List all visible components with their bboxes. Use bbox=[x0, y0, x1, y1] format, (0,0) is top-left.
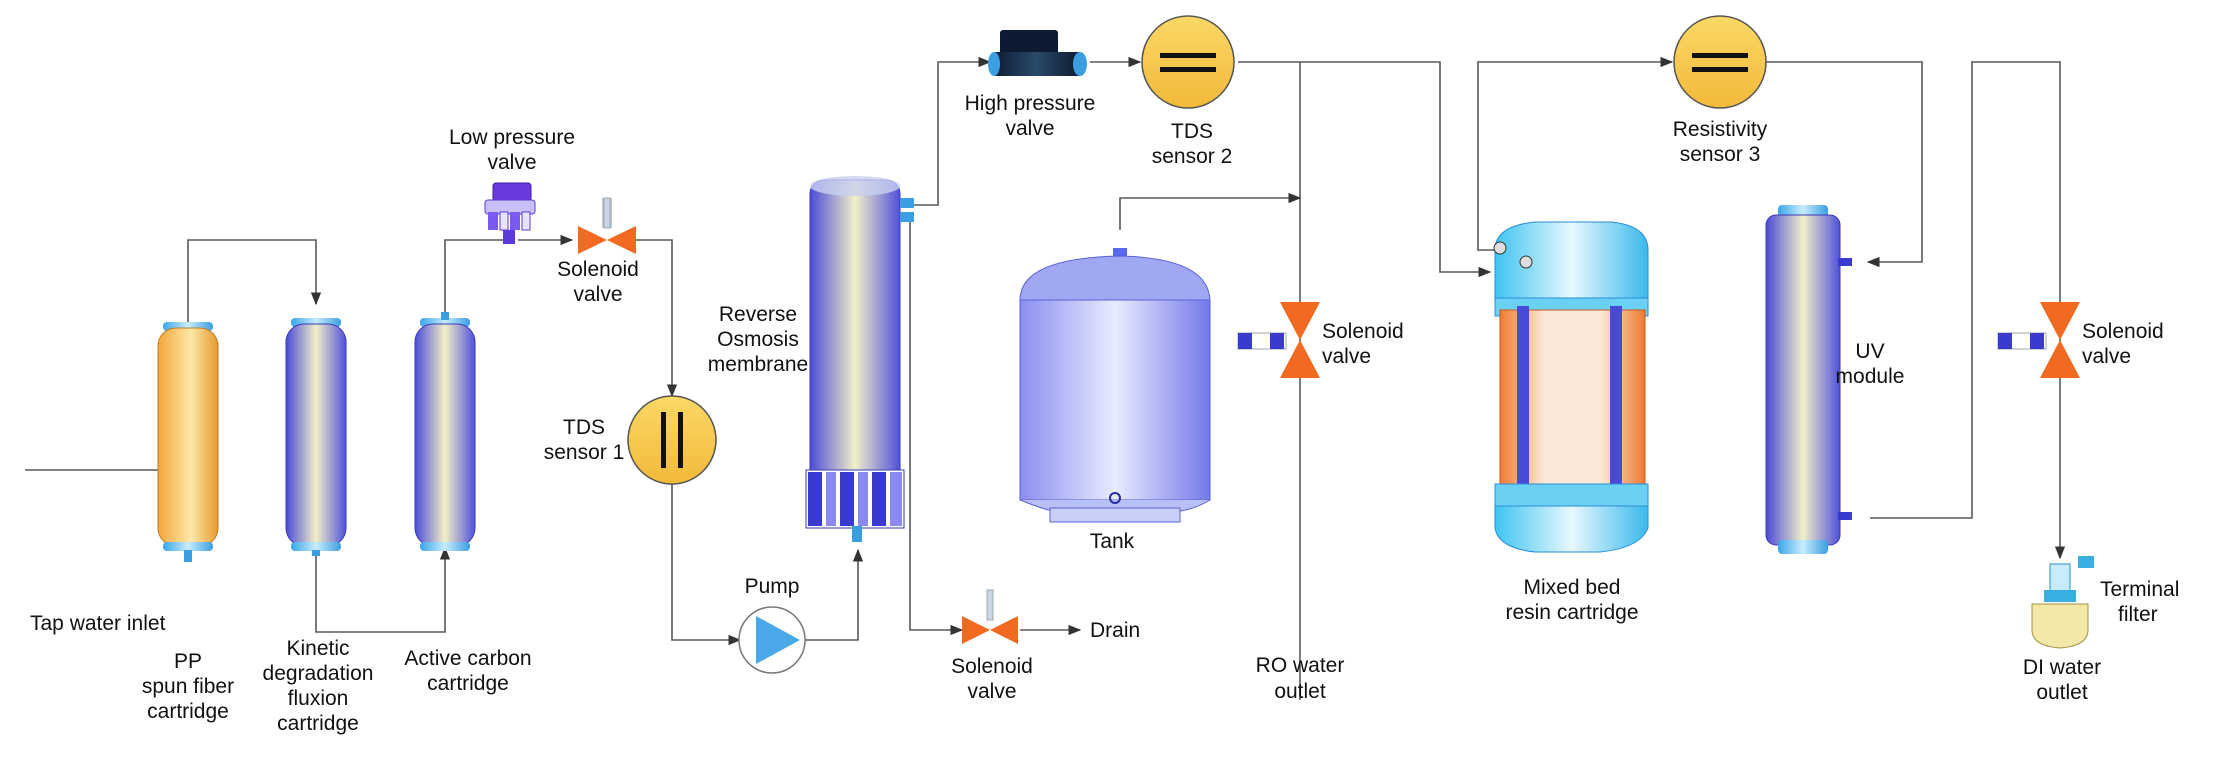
solenoid-valve-di-icon bbox=[1997, 302, 2080, 378]
pp-label-line3: cartridge bbox=[147, 700, 229, 723]
pipe-tds2-mixedbed bbox=[1238, 61, 1492, 278]
di-water-outlet-label-line2: outlet bbox=[2036, 681, 2088, 704]
pipe-tank bbox=[1119, 192, 1302, 230]
high-pressure-valve-label-line1: High pressure bbox=[965, 92, 1096, 115]
solenoid-valve-drain-icon bbox=[962, 589, 1018, 644]
tds-sensor-2-label-line2: sensor 2 bbox=[1152, 145, 1233, 168]
active-carbon-label-line1: Active carbon bbox=[404, 647, 531, 670]
pipe-carbon-lpv bbox=[444, 239, 508, 312]
pp-cartridge bbox=[157, 322, 219, 562]
pump-label: Pump bbox=[745, 575, 800, 598]
pipe-kinetic-carbon bbox=[315, 546, 451, 633]
pipe-pump-ro bbox=[805, 548, 864, 641]
low-pressure-valve-label-line1: Low pressure bbox=[449, 126, 575, 149]
solenoid-valve-drain-label-line1: Solenoid bbox=[951, 655, 1033, 678]
kinetic-label-line3: fluxion bbox=[288, 687, 349, 710]
mixed-bed-resin-cartridge bbox=[1493, 221, 1649, 553]
high-pressure-valve-icon bbox=[988, 30, 1087, 76]
di-water-outlet-label-line1: DI water bbox=[2023, 656, 2101, 679]
ro-water-outlet-label-line2: outlet bbox=[1274, 680, 1326, 703]
tds-sensor-1-label-line1: TDS bbox=[563, 416, 605, 439]
uv-module bbox=[1765, 205, 1852, 554]
solenoid-valve-drain-label-line2: valve bbox=[967, 680, 1016, 703]
tank-label: Tank bbox=[1090, 530, 1135, 553]
kinetic-label-line2: degradation bbox=[263, 662, 374, 685]
mixed-bed-label-line2: resin cartridge bbox=[1505, 601, 1638, 624]
labels: Tap water inlet PP spun fiber cartridge … bbox=[30, 92, 2179, 735]
pipe-tds1-pump bbox=[671, 484, 742, 646]
tds-sensor-2-label-line1: TDS bbox=[1171, 120, 1213, 143]
reverse-osmosis-membrane bbox=[805, 176, 914, 542]
terminal-filter-label-line1: Terminal bbox=[2100, 578, 2179, 601]
active-carbon-cartridge bbox=[414, 312, 476, 551]
resistivity-sensor-3-label-line1: Resistivity bbox=[1673, 118, 1768, 141]
solenoid-valve-ro-label-line1: Solenoid bbox=[1322, 320, 1404, 343]
pipe-solenoid-tds1 bbox=[630, 239, 678, 398]
tds-sensor-1-label-line2: sensor 1 bbox=[544, 441, 625, 464]
pipe-ro-hpv bbox=[910, 56, 992, 206]
mixed-bed-label-line1: Mixed bed bbox=[1524, 576, 1621, 599]
ro-label-line1: Reverse bbox=[719, 303, 797, 326]
tap-water-inlet-label: Tap water inlet bbox=[30, 612, 166, 635]
pipes bbox=[25, 56, 2066, 700]
pipe-res-uv bbox=[1766, 61, 1923, 268]
ro-water-outlet-label-line1: RO water bbox=[1256, 654, 1345, 677]
solenoid-valve-ro-label-line2: valve bbox=[1322, 345, 1371, 368]
tds-sensor-1-icon bbox=[627, 395, 717, 485]
low-pressure-valve-label-line2: valve bbox=[487, 151, 536, 174]
solenoid-valve-di-label-line2: valve bbox=[2082, 345, 2131, 368]
terminal-filter-label-line2: filter bbox=[2118, 603, 2158, 626]
active-carbon-label-line2: cartridge bbox=[427, 672, 509, 695]
resistivity-sensor-3-label-line2: sensor 3 bbox=[1680, 143, 1761, 166]
solenoid-valve-1-label-line1: Solenoid bbox=[557, 258, 639, 281]
kinetic-label-line1: Kinetic bbox=[286, 637, 349, 660]
pipe-pp-kinetic bbox=[187, 239, 322, 328]
ro-label-line3: membrane bbox=[708, 353, 808, 376]
drain-label: Drain bbox=[1090, 619, 1140, 642]
tds-sensor-2-icon bbox=[1141, 15, 1235, 109]
pp-label-line2: spun fiber bbox=[142, 675, 234, 698]
pp-label-line1: PP bbox=[174, 650, 202, 673]
solenoid-valve-di-label-line1: Solenoid bbox=[2082, 320, 2164, 343]
solenoid-valve-ro-icon bbox=[1237, 302, 1320, 378]
kinetic-cartridge bbox=[285, 318, 347, 556]
solenoid-valve-1-icon bbox=[578, 197, 636, 254]
pipe-ro-drain bbox=[909, 215, 964, 636]
pipe-uv-di bbox=[1870, 61, 2066, 560]
uv-module-label-line1: UV bbox=[1855, 340, 1884, 363]
solenoid-valve-1-label-line2: valve bbox=[573, 283, 622, 306]
uv-module-label-line2: module bbox=[1836, 365, 1905, 388]
resistivity-sensor-3-icon bbox=[1673, 15, 1767, 109]
tank bbox=[1019, 248, 1211, 523]
high-pressure-valve-label-line2: valve bbox=[1005, 117, 1054, 140]
terminal-filter-icon bbox=[2031, 556, 2094, 649]
pump-icon bbox=[738, 606, 806, 674]
kinetic-label-line4: cartridge bbox=[277, 712, 359, 735]
low-pressure-valve-icon bbox=[484, 182, 536, 244]
ro-label-line2: Osmosis bbox=[717, 328, 799, 351]
